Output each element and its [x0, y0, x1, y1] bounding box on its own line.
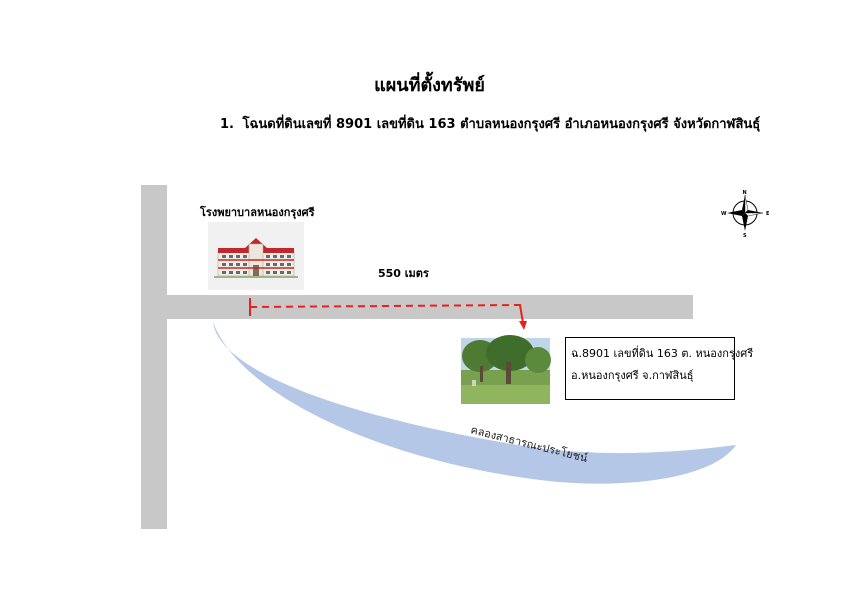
route-arrow-head [519, 321, 527, 330]
land-info-box: ฉ.8901 เลขที่ดิน 163 ต. หนองกรุงศรี อ.หน… [565, 337, 754, 400]
compass-e: E [766, 211, 770, 217]
map-title: แผนที่ตั้งทรัพย์ [374, 75, 485, 96]
compass-w: W [721, 211, 727, 217]
subtitle-number: 1. [220, 117, 234, 132]
map-subtitle: 1. โฉนดที่ดินเลขที่ 8901 เลขที่ดิน 163 ต… [220, 113, 760, 134]
subtitle-text: โฉนดที่ดินเลขที่ 8901 เลขที่ดิน 163 ตำบล… [242, 117, 761, 132]
canal [213, 322, 736, 484]
route-arrow-shaft [519, 304, 524, 324]
compass-n: N [743, 190, 747, 196]
route-line [249, 304, 523, 308]
land-parcel-photo [461, 335, 551, 404]
compass-rose: N S W E [721, 190, 770, 239]
land-info-line-1: ฉ.8901 เลขที่ดิน 163 ต. หนองกรุงศรี [571, 347, 754, 360]
compass-s: S [743, 233, 747, 239]
horizontal-road [141, 295, 693, 319]
land-info-line-2: อ.หนองกรุงศรี จ.กาฬสินธุ์ [571, 369, 694, 382]
vertical-road [141, 185, 167, 529]
hospital-building-image [208, 222, 304, 290]
hospital-label: โรงพยาบาลหนองกรุงศรี [200, 206, 315, 219]
distance-label: 550 เมตร [378, 267, 429, 280]
